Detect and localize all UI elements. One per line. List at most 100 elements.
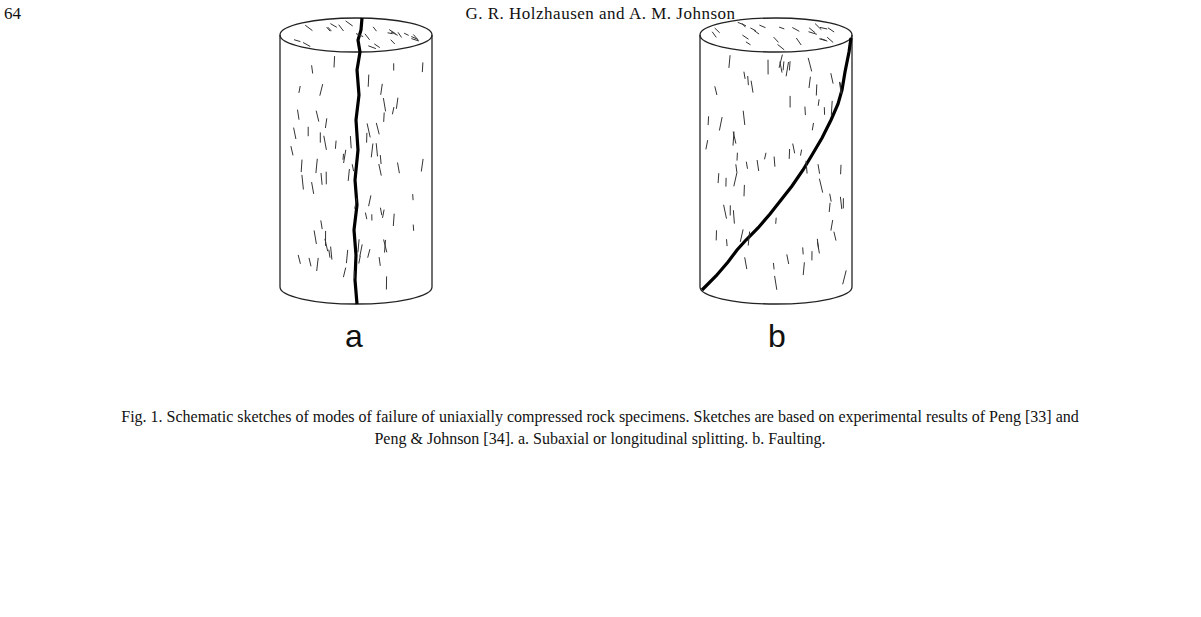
microcrack-tick	[312, 65, 313, 73]
microcrack-tick	[301, 160, 303, 173]
microcrack-tick	[708, 116, 710, 125]
microcrack-tick	[843, 270, 847, 284]
microcrack-tick	[786, 62, 788, 76]
microcrack-tick	[843, 198, 844, 208]
microcrack-tick	[343, 268, 345, 278]
microcrack-tick	[831, 73, 833, 83]
microcrack-tick	[775, 218, 777, 224]
microcrack-tick	[386, 276, 387, 289]
microcrack-tick	[774, 37, 779, 42]
panel-label: a	[334, 318, 374, 355]
microcrack-tick	[294, 128, 296, 139]
microcrack-tick	[379, 257, 380, 266]
microcrack-tick	[811, 251, 812, 260]
microcrack-tick	[744, 72, 745, 79]
microcrack-tick	[373, 27, 376, 31]
microcrack-tick	[335, 141, 337, 149]
microcrack-tick	[715, 28, 720, 33]
microcrack-tick	[389, 30, 396, 34]
microcrack-tick	[299, 86, 300, 93]
microcrack-tick	[806, 161, 807, 174]
microcrack-tick	[730, 205, 731, 215]
microcrack-tick	[346, 21, 353, 26]
microcrack-tick	[321, 173, 322, 185]
microcrack-tick	[316, 159, 317, 173]
microcrack-tick	[321, 220, 322, 229]
microcrack-tick	[317, 258, 319, 271]
microcrack-tick	[793, 144, 795, 154]
microcrack-tick	[824, 107, 825, 115]
microcrack-tick	[819, 179, 822, 193]
cylinder-bottom	[700, 287, 852, 304]
microcrack-tick	[790, 96, 791, 108]
microcrack-tick	[365, 34, 370, 40]
microcrack-tick	[827, 37, 833, 42]
microcrack-tick	[339, 25, 344, 31]
microcrack-tick	[360, 244, 362, 256]
microcrack-tick	[303, 43, 310, 47]
microcrack-tick	[733, 210, 734, 223]
microcrack-tick	[334, 56, 336, 67]
microcrack-tick	[380, 155, 382, 164]
microcrack-tick	[733, 132, 736, 144]
microcrack-tick	[348, 169, 349, 181]
microcrack-tick	[329, 250, 330, 258]
microcrack-tick	[787, 254, 789, 264]
microcrack-tick	[792, 28, 799, 32]
microcrack-tick	[326, 172, 327, 185]
panel-label: b	[757, 318, 797, 355]
microcrack-tick	[817, 242, 819, 254]
microcrack-tick	[724, 205, 727, 219]
microcrack-tick	[368, 46, 376, 49]
microcrack-tick	[783, 61, 785, 70]
microcrack-tick	[404, 33, 409, 35]
microcrack-tick	[354, 271, 355, 279]
microcrack-tick	[718, 173, 720, 183]
microcrack-tick	[726, 239, 728, 246]
microcrack-tick	[765, 153, 767, 160]
microcrack-tick	[757, 160, 759, 171]
microcrack-tick	[314, 230, 316, 244]
microcrack-tick	[346, 250, 347, 263]
microcrack-tick	[734, 172, 737, 186]
microcrack-tick	[834, 232, 836, 241]
microcrack-tick	[830, 194, 832, 202]
microcrack-tick	[840, 82, 841, 93]
microcrack-tick	[421, 159, 423, 172]
microcrack-tick	[355, 198, 357, 209]
microcrack-tick	[809, 32, 817, 35]
microcrack-tick	[738, 22, 746, 25]
microcrack-tick	[388, 32, 393, 34]
microcrack-tick	[729, 55, 730, 68]
specimen-cylinder	[700, 18, 852, 304]
microcrack-tick	[352, 164, 353, 171]
microcrack-tick	[816, 84, 818, 95]
microcrack-tick	[376, 143, 377, 156]
microcrack-tick	[412, 194, 413, 200]
microcrack-tick	[413, 35, 418, 41]
microcrack-tick	[751, 81, 753, 93]
microcrack-tick	[840, 165, 841, 175]
microcrack-tick	[398, 163, 400, 174]
microcrack-tick	[305, 25, 312, 30]
running-head: G. R. Holzhausen and A. M. Johnson	[0, 4, 1201, 24]
microcrack-tick	[393, 63, 394, 70]
microcrack-tick	[325, 118, 326, 128]
microcrack-tick	[383, 113, 385, 122]
microcrack-tick	[746, 162, 747, 169]
microcrack-tick	[350, 136, 352, 148]
microcrack-tick	[327, 27, 331, 31]
microcrack-tick	[840, 82, 842, 94]
microcrack-tick	[291, 146, 293, 155]
microcrack-tick	[298, 255, 300, 264]
microcrack-tick	[381, 84, 383, 95]
microcrack-tick	[376, 123, 379, 134]
microcrack-tick	[398, 32, 402, 37]
microcrack-tick	[309, 258, 311, 266]
microcrack-tick	[747, 76, 749, 85]
microcrack-tick	[748, 232, 749, 246]
microcrack-tick	[308, 127, 309, 136]
microcrack-tick	[320, 84, 323, 96]
page-number: 64	[4, 4, 21, 24]
microcrack-tick	[744, 185, 745, 196]
